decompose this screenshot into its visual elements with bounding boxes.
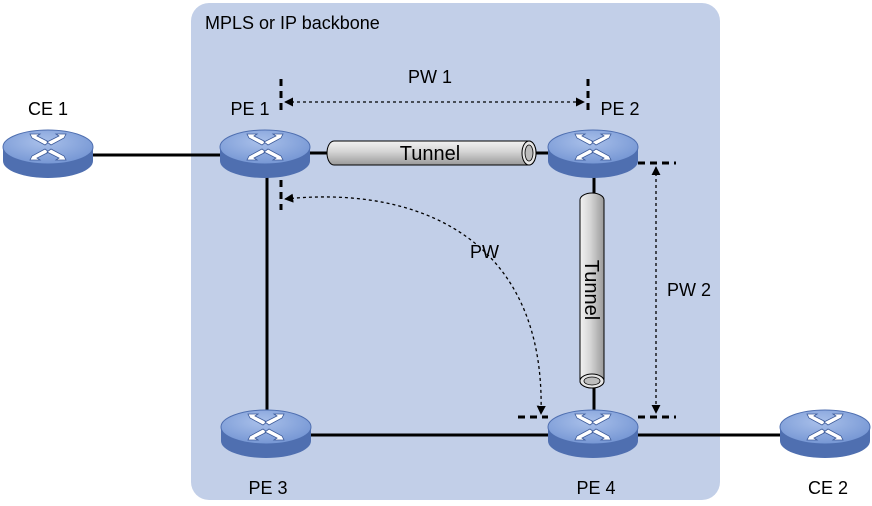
tunnel-pe2-pe4: Tunnel — [579, 192, 605, 389]
pe2-node: PE 2 — [547, 99, 640, 179]
tunnel-horizontal-label: Tunnel — [400, 143, 460, 165]
router-icon — [2, 129, 94, 179]
pw-label: PW — [470, 242, 499, 262]
backbone-label: MPLS or IP backbone — [205, 13, 380, 33]
ce1-node: CE 1 — [2, 99, 94, 179]
pw-curved: PW — [279, 180, 548, 419]
tunnel-vertical-label: Tunnel — [580, 260, 602, 320]
pw1-label: PW 1 — [408, 67, 452, 87]
router-icon — [547, 409, 639, 459]
router-icon — [547, 129, 639, 179]
ce2-label: CE 2 — [808, 478, 848, 498]
tunnel-pe1-pe2: Tunnel — [326, 140, 537, 166]
pw2: PW 2 — [638, 161, 711, 419]
pe1-node: PE 1 — [219, 99, 311, 179]
pe4-label: PE 4 — [576, 478, 615, 498]
pe2-label: PE 2 — [600, 99, 639, 119]
router-icon — [220, 409, 312, 459]
router-icon — [779, 409, 871, 459]
pe4-node: PE 4 — [547, 409, 639, 498]
pe3-label: PE 3 — [248, 478, 287, 498]
pe3-node: PE 3 — [220, 409, 312, 498]
pw2-label: PW 2 — [667, 280, 711, 300]
pw1: PW 1 — [279, 67, 590, 110]
pe1-label: PE 1 — [230, 99, 269, 119]
ce2-node: CE 2 — [779, 409, 871, 498]
ce1-label: CE 1 — [28, 99, 68, 119]
router-icon — [219, 129, 311, 179]
